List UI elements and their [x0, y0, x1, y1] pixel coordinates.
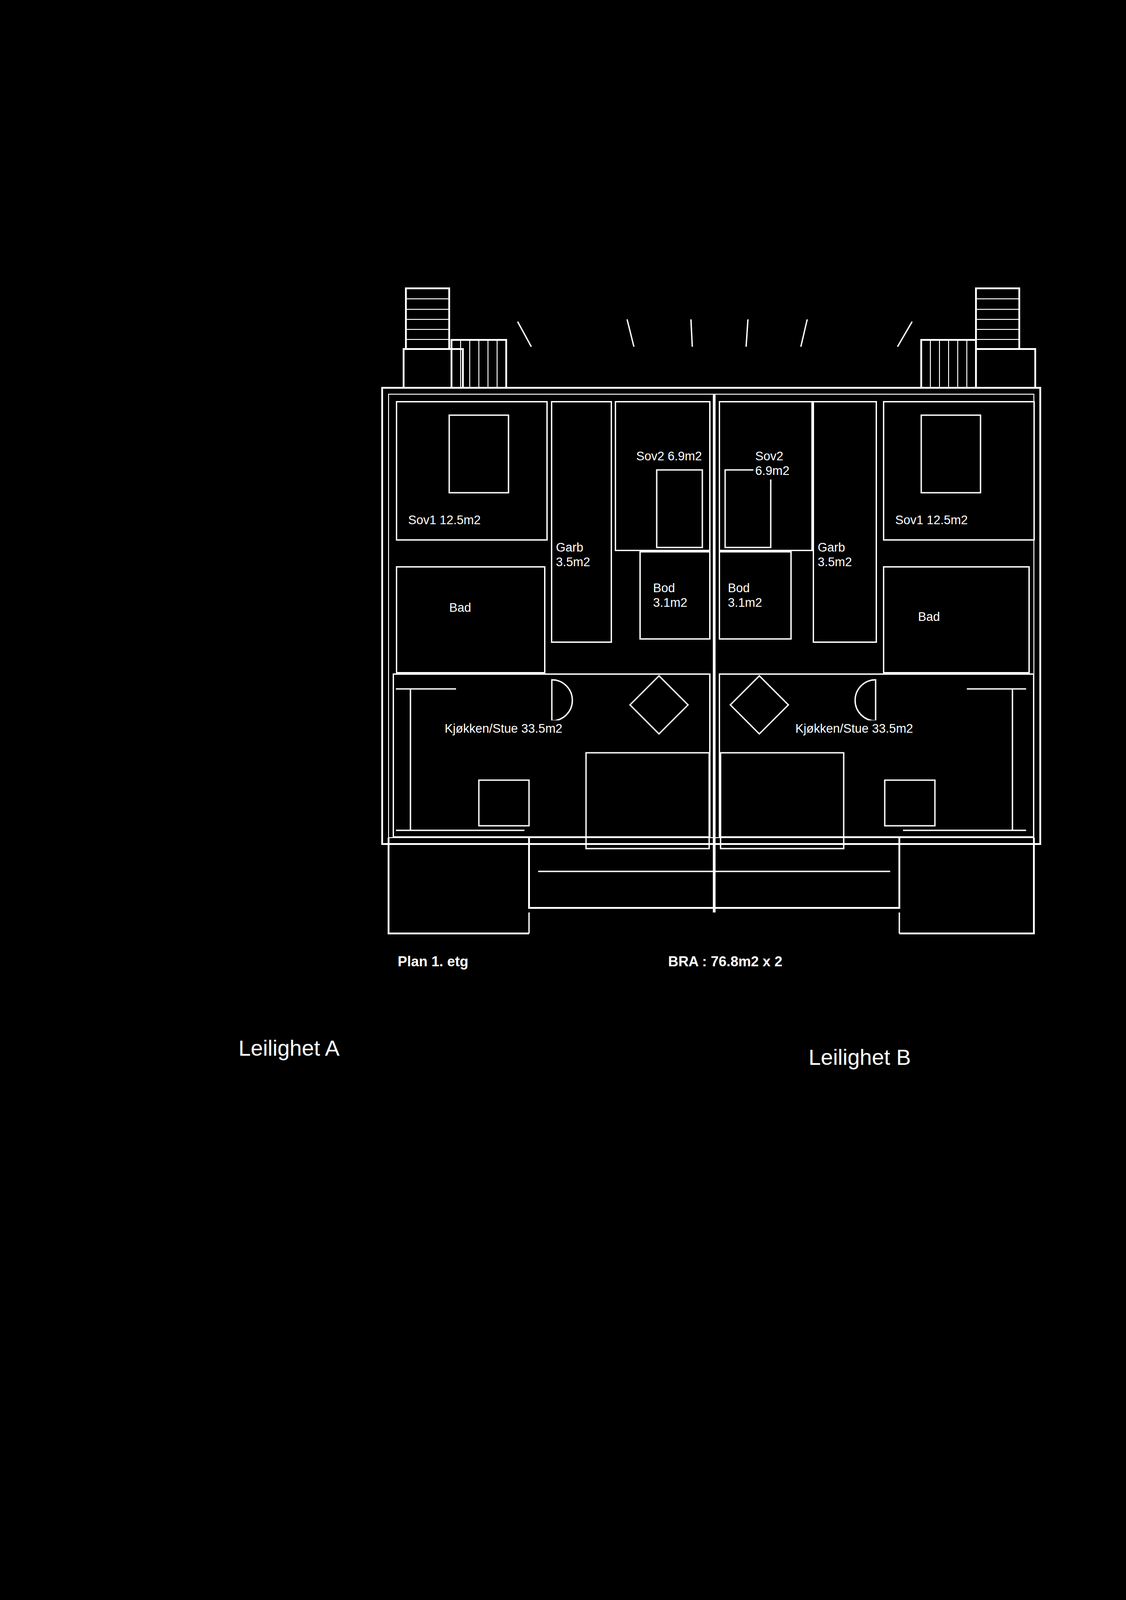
room-label: Bod 3.1m2	[726, 579, 788, 612]
unit-label: Leilighet B	[808, 1044, 911, 1070]
room-label: Sov1 12.5m2	[406, 511, 483, 529]
outer-wall	[382, 387, 1041, 844]
inner-wall	[388, 394, 1034, 838]
unit-label: Leilighet A	[238, 1035, 340, 1061]
sofa	[478, 779, 530, 826]
room: Sov2 6.9m2	[718, 400, 813, 551]
dining-table	[586, 752, 710, 849]
room: Bod 3.1m2	[718, 550, 792, 640]
room-label: Bad	[447, 599, 473, 616]
room-label: Kjøkken/Stue 33.5m2	[793, 720, 915, 737]
room: Kjøkken/Stue 33.5m2	[718, 673, 1035, 838]
stove	[551, 679, 573, 721]
room: Sov1 12.5m2	[882, 400, 1035, 541]
room: Bad	[395, 565, 546, 674]
stairs	[921, 288, 1036, 388]
room: Garb 3.5m2	[812, 400, 877, 643]
room-label: Bad	[916, 608, 942, 625]
room: Garb 3.5m2	[550, 400, 613, 643]
kitchen-counter	[902, 688, 1027, 831]
bed	[656, 469, 703, 548]
dining-table	[720, 752, 844, 849]
room-label: Garb 3.5m2	[554, 539, 609, 571]
room: Kjøkken/Stue 33.5m2	[392, 673, 711, 838]
party-wall	[712, 394, 716, 913]
room-label: Garb 3.5m2	[815, 539, 873, 571]
bed	[449, 415, 509, 493]
stove	[855, 679, 876, 721]
light-mark	[517, 319, 913, 347]
room: Sov2 6.9m2	[614, 400, 711, 551]
kitchen-counter	[395, 688, 525, 831]
room: Sov1 12.5m2	[395, 400, 548, 541]
room-label: Sov2 6.9m2	[634, 447, 704, 465]
armchair	[629, 675, 688, 734]
room-label: Bod 3.1m2	[651, 579, 706, 612]
armchair	[730, 675, 789, 734]
stairs	[403, 288, 507, 388]
sofa	[884, 779, 935, 826]
terrace-edge	[529, 912, 900, 934]
room: Bad	[882, 565, 1030, 674]
balcony-rail	[538, 870, 891, 872]
room: Bod 3.1m2	[639, 550, 711, 640]
room-label: Kjøkken/Stue 33.5m2	[442, 720, 565, 737]
plan-note: Plan 1. etg	[397, 953, 469, 970]
terrace	[388, 837, 1034, 934]
bed	[725, 469, 771, 548]
room-label: Sov1 12.5m2	[893, 511, 970, 529]
plan-note: BRA : 76.8m2 x 2	[668, 953, 783, 970]
bed	[921, 415, 981, 493]
room-label: Sov2 6.9m2	[753, 447, 809, 480]
